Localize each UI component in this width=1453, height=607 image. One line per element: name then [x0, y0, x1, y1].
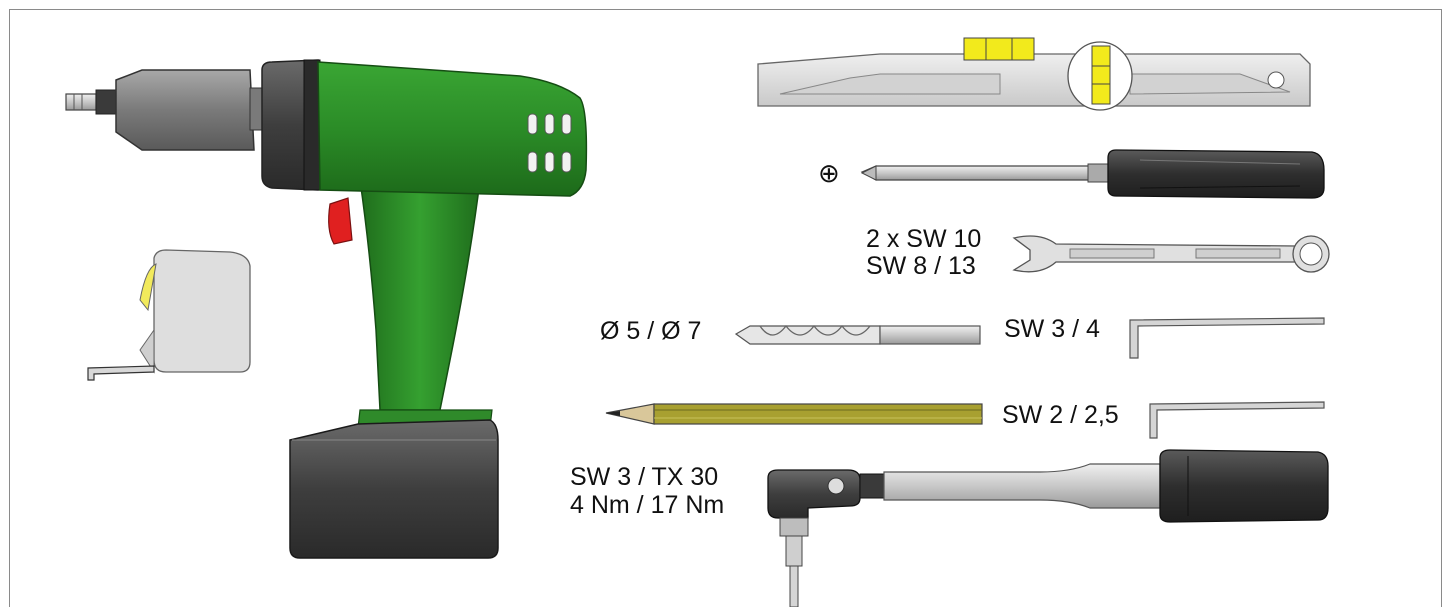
- torque-label-1: SW 3 / TX 30: [570, 463, 719, 491]
- drill-bit-label: Ø 5 / Ø 7: [600, 317, 702, 345]
- drill-bit: [734, 324, 981, 345]
- phillips-symbol-label: ⊕: [818, 158, 840, 188]
- tape-measure: [87, 249, 251, 381]
- figure-frame: [9, 9, 1442, 607]
- combination-wrench: [1012, 235, 1330, 273]
- wrench-size-label-2: SW 8 / 13: [866, 252, 976, 280]
- hex-key-small: [1149, 401, 1325, 439]
- torque-screwdriver: [767, 449, 1329, 607]
- pencil: [605, 403, 983, 425]
- cordless-drill: [65, 59, 588, 559]
- spirit-level: [757, 37, 1311, 111]
- hex-key-large: [1129, 317, 1325, 359]
- phillips-screwdriver: [860, 149, 1325, 199]
- hex-key-small-label: SW 2 / 2,5: [1002, 401, 1119, 429]
- wrench-size-label-1: 2 x SW 10: [866, 225, 982, 253]
- torque-label-2: 4 Nm / 17 Nm: [570, 491, 725, 519]
- hex-key-large-label: SW 3 / 4: [1004, 315, 1100, 343]
